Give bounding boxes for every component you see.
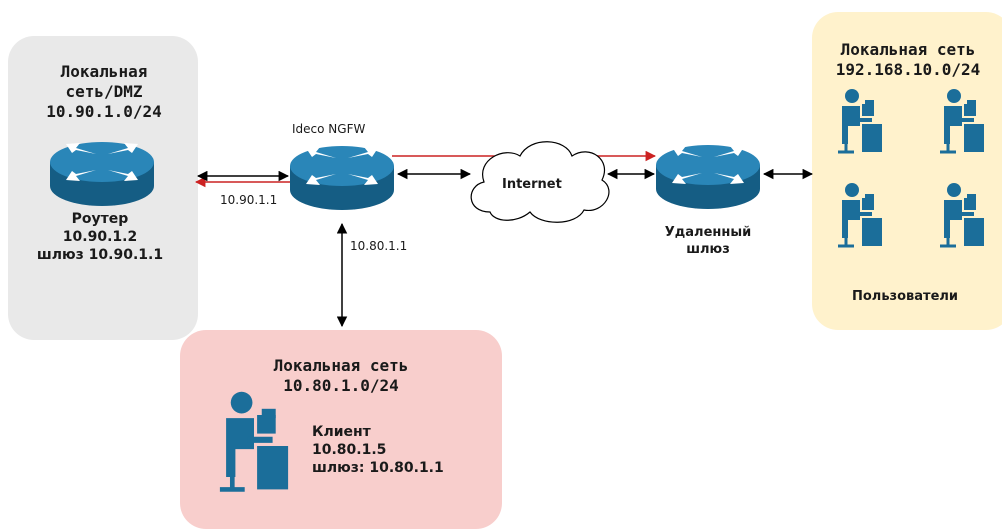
dmz-router-icon [50, 142, 154, 206]
ngfw-ip-left: 10.90.1.1 [220, 193, 278, 207]
internet-cloud-icon [470, 141, 610, 223]
remote-gateway-label: Удаленный шлюз [664, 225, 752, 257]
ngfw-router-icon [290, 146, 394, 210]
user-icon-2 [938, 87, 986, 154]
client-label: Клиент 10.80.1.5 шлюз: 10.80.1.1 [312, 424, 444, 476]
ngfw-label: Ideco NGFW [292, 122, 366, 136]
users-label: Пользователи [852, 289, 959, 304]
remote-gateway-router-icon [656, 145, 760, 209]
user-icon-4 [938, 181, 986, 248]
internet-label: Internet [502, 177, 562, 192]
client-user-icon [220, 392, 288, 490]
user-icon-1 [836, 87, 884, 154]
users-title: Локальная сеть 192.168.10.0/24 [835, 40, 981, 79]
client-net-title: Локальная сеть 10.80.1.0/24 [273, 356, 409, 395]
user-icon-3 [836, 181, 884, 248]
dmz-router-label: Роутер 10.90.1.2 шлюз 10.90.1.1 [36, 211, 164, 263]
dmz-title: Локальная сеть/DMZ 10.90.1.0/24 [46, 62, 162, 121]
ngfw-ip-down: 10.80.1.1 [350, 239, 408, 253]
users-zone [812, 12, 1002, 330]
